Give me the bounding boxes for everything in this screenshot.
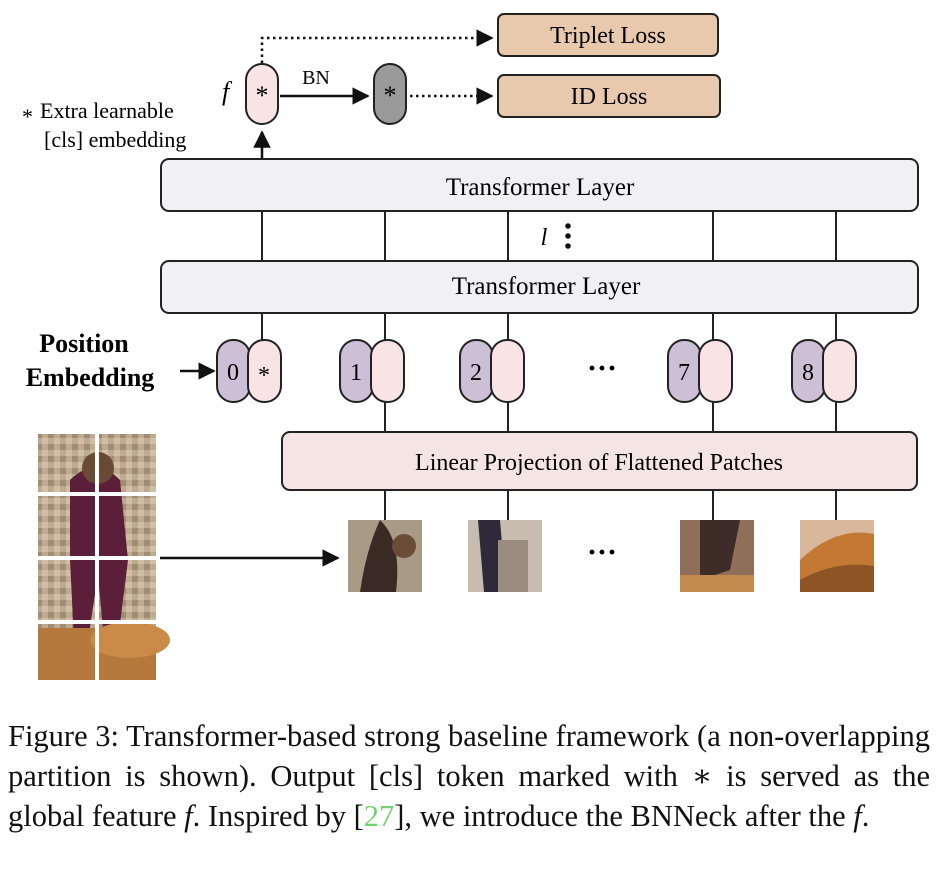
cls-legend-line1: Extra learnable — [40, 98, 174, 123]
token-2-index-label: 2 — [470, 360, 482, 386]
triplet-dotted-arrow — [260, 29, 494, 63]
id-loss-label: ID Loss — [571, 84, 648, 110]
linear-projection-box — [281, 431, 918, 491]
token-2-content — [490, 339, 525, 403]
patch-1 — [348, 520, 422, 592]
cls-output-token — [245, 63, 279, 125]
caption-text-2: . Inspired by [ — [192, 799, 364, 833]
token-ellipsis: ··· — [587, 352, 617, 385]
transformer-layer-top-label: Transformer Layer — [446, 174, 635, 201]
token-up-connectors — [261, 313, 837, 340]
token-8-index-label: 8 — [802, 360, 814, 386]
patch-2 — [468, 520, 542, 592]
triplet-loss-box — [497, 13, 719, 57]
position-embedding-label-line1: Position — [39, 329, 129, 358]
cls-legend-line2: [cls] embedding — [44, 127, 186, 152]
token-down-connectors — [384, 402, 837, 432]
caption-f-symbol-1: f — [184, 799, 193, 833]
patch-ellipsis: ··· — [587, 536, 617, 569]
patch-connectors — [384, 490, 837, 520]
caption-text-1: Figure 3: Transformer-based strong basel… — [8, 719, 930, 833]
transformer-layer-bottom — [160, 260, 919, 314]
bn-token — [373, 63, 407, 125]
transformer-layer-top — [160, 158, 919, 212]
token-7-content — [698, 339, 733, 403]
token-0-index-label: 0 — [227, 360, 239, 386]
token-8-content — [822, 339, 857, 403]
layer-depth-symbol: l — [541, 225, 548, 251]
patch-8 — [800, 520, 874, 592]
id-loss-box — [497, 74, 721, 118]
patch-7 — [680, 520, 754, 592]
token-0-content-label: * — [258, 363, 270, 389]
token-2: 2 — [459, 339, 525, 403]
caption-citation-link[interactable]: 27 — [363, 799, 395, 833]
inter-layer-connectors — [261, 211, 837, 261]
token-1-index-label: 1 — [350, 360, 362, 386]
cls-output-star: * — [256, 81, 269, 110]
feature-symbol: f — [222, 77, 233, 106]
bn-label: BN — [302, 67, 330, 89]
token-1: 1 — [339, 339, 405, 403]
transformer-layer-bottom-label: Transformer Layer — [452, 273, 641, 300]
cls-legend-star: * — [22, 104, 33, 129]
input-image-partitioned — [38, 434, 170, 680]
position-embedding-label-line2: Embedding — [26, 363, 155, 392]
bn-token-star: * — [384, 81, 397, 110]
caption-text-3: ], we introduce the BNNeck after the — [394, 799, 854, 833]
token-0: 0 * — [216, 339, 282, 403]
token-0-content — [247, 339, 282, 403]
caption-f-symbol-2: f — [853, 799, 862, 833]
framework-diagram: Triplet Loss ID Loss f * BN * * Extra le… — [22, 13, 919, 680]
caption-text-4: . — [861, 799, 870, 833]
figure-caption: Figure 3: Transformer-based strong basel… — [8, 716, 930, 836]
token-8: 8 — [791, 339, 857, 403]
token-7-index-label: 7 — [678, 360, 690, 386]
triplet-loss-label: Triplet Loss — [550, 23, 666, 49]
token-1-content — [370, 339, 405, 403]
linear-projection-label: Linear Projection of Flattened Patches — [415, 450, 783, 476]
vertical-ellipsis — [565, 223, 571, 249]
token-7: 7 — [667, 339, 733, 403]
